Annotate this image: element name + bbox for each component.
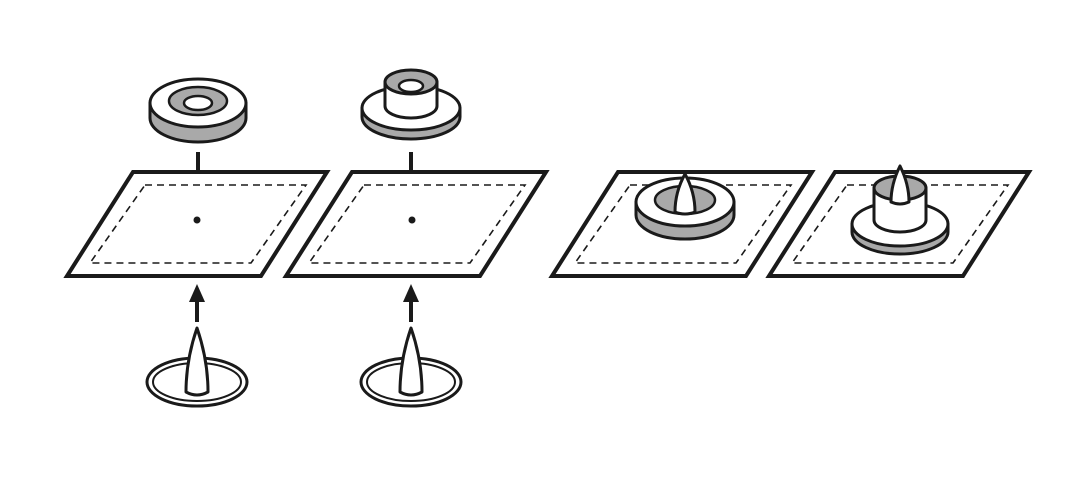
fabric-sheet [286, 172, 546, 276]
prong-part [147, 328, 247, 406]
up-arrow [189, 284, 205, 322]
ring-socket-attached-part [636, 174, 734, 239]
prong-spike [400, 328, 422, 395]
fabric-sheet [67, 172, 327, 276]
cap-stud-hole [399, 80, 423, 92]
up-arrow [403, 284, 419, 322]
prong-spike [186, 328, 208, 395]
placement-dot [409, 217, 416, 224]
step-ring-socket [67, 79, 327, 406]
step-cap-stud [286, 70, 546, 406]
prong-part [361, 328, 461, 406]
ring-socket-part [150, 79, 246, 142]
placement-dot [194, 217, 201, 224]
step-cap-stud-attached [769, 166, 1029, 276]
cap-stud-part [362, 70, 460, 139]
step-ring-socket-attached [552, 172, 812, 276]
ring-socket-hole [184, 96, 212, 110]
